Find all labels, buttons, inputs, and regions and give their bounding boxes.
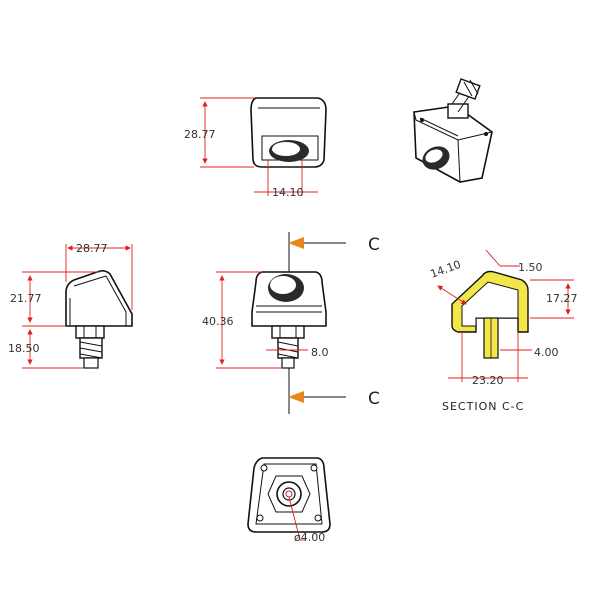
- side-height-label: 21.77: [10, 292, 42, 305]
- bottom-diameter-label: ø4.00: [294, 531, 325, 544]
- isometric-view: [413, 78, 493, 183]
- side-stud-label: 18.50: [8, 342, 40, 355]
- front-height-label: 40.36: [202, 315, 234, 328]
- section-hole-label: 4.00: [534, 346, 559, 359]
- top-width-label: 14.10: [272, 186, 304, 199]
- front-stud-label: 8.0: [311, 346, 329, 359]
- section-radius-label: 1.50: [518, 261, 543, 274]
- section-caption: SECTION C-C: [442, 400, 524, 413]
- bottom-view: ø4.00: [247, 457, 331, 544]
- top-height-label: 28.77: [184, 128, 216, 141]
- side-width-label: 28.77: [76, 242, 108, 255]
- section-wall-label: 14.10: [429, 258, 463, 281]
- front-view: C C 40.36 8.0: [202, 232, 380, 414]
- section-marker-top: C: [368, 235, 380, 255]
- section-width-label: 23.20: [472, 374, 504, 387]
- side-view: 28.77 21.77 18.50: [8, 242, 133, 369]
- top-view: 28.77 14.10: [184, 97, 327, 199]
- section-view: 1.50 14.10 17.27 4.00 23.20 SECTION C-C: [429, 249, 578, 413]
- section-height-label: 17.27: [546, 292, 578, 305]
- section-marker-bottom: C: [368, 389, 380, 409]
